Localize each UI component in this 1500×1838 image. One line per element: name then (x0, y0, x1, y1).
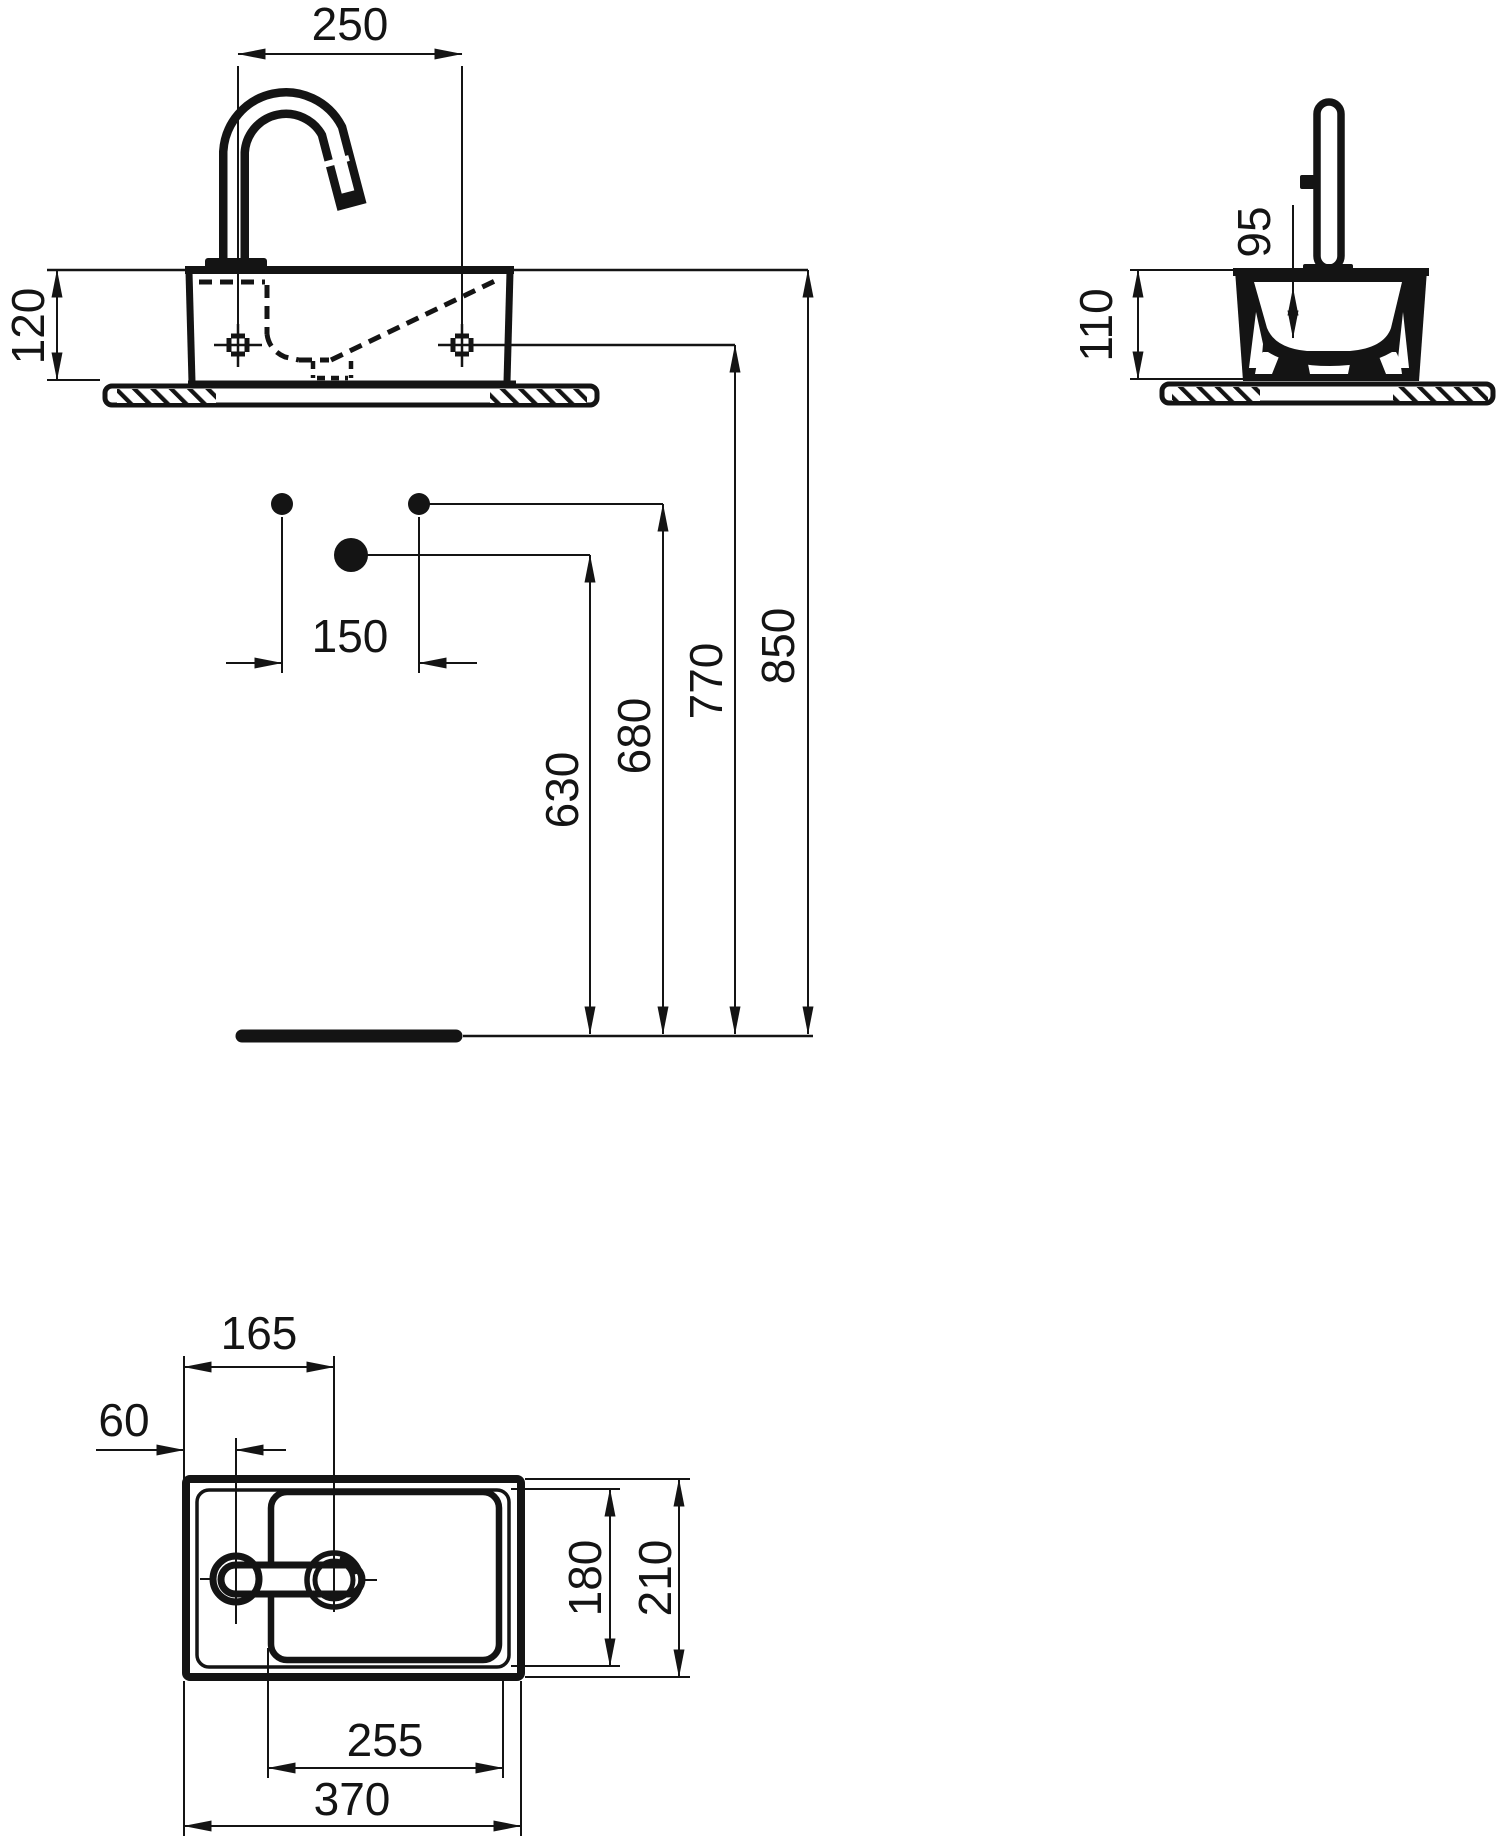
dim-120 (47, 269, 100, 381)
dim-label-370: 370 (314, 1773, 391, 1825)
fixing-cross-right (438, 324, 735, 367)
dim-180 (511, 1488, 620, 1667)
basin-side-wedge-right (1397, 312, 1409, 368)
supply-point-right (408, 493, 430, 515)
front-view: 250 120 150 630 680 770 850 (2, 0, 814, 1043)
hatch-left (1172, 387, 1260, 401)
dim-label-60: 60 (98, 1394, 149, 1446)
basin-side-foot-right (1348, 354, 1386, 374)
dim-heights (584, 269, 814, 1035)
faucet-side-tube (1313, 98, 1345, 272)
faucet-side (1300, 98, 1353, 277)
dim-150 (226, 517, 477, 673)
basin-side-foot-left (1272, 354, 1310, 374)
faucet-front (205, 88, 367, 271)
faucet-base-flange (205, 258, 267, 271)
dim-label-120: 120 (2, 288, 54, 365)
mounting-shelf-side (1159, 381, 1496, 406)
mounting-shelf-front (102, 383, 600, 408)
dim-label-150: 150 (312, 610, 389, 662)
plan-faucet-hole-wedge (338, 1553, 361, 1576)
dim-label-210: 210 (629, 1540, 681, 1617)
basin-hidden-bowl-contour (199, 275, 503, 363)
connection-points (271, 493, 430, 572)
dim-370 (183, 1681, 522, 1836)
dim-210 (525, 1478, 690, 1678)
hatch-left (117, 389, 216, 403)
plan-tap-slot (217, 1561, 366, 1598)
dim-label-255: 255 (347, 1714, 424, 1766)
faucet-spout-joint (322, 155, 350, 168)
dim-label-680: 680 (608, 698, 660, 775)
dim-label-770: 770 (680, 643, 732, 720)
dim-label-250: 250 (312, 0, 389, 50)
dim-label-110: 110 (1070, 288, 1122, 361)
faucet-side-handle (1300, 175, 1315, 189)
side-view: 110 95 (1070, 98, 1496, 406)
hatch-right (490, 389, 587, 403)
dim-label-165: 165 (221, 1307, 298, 1359)
supply-point-left (271, 493, 293, 515)
basin-side-wedge-left (1249, 312, 1263, 368)
dim-label-180: 180 (559, 1540, 611, 1617)
dim-255 (267, 1648, 504, 1778)
dim-label-95: 95 (1228, 206, 1280, 257)
dim-250 (237, 48, 463, 362)
dim-110 (1130, 269, 1248, 380)
hatch-right (1393, 387, 1488, 401)
basin-side-section (1233, 268, 1429, 381)
dim-label-630: 630 (536, 752, 588, 829)
plan-view: 165 60 180 210 255 (96, 1307, 690, 1836)
faucet-tube-inner (227, 96, 355, 258)
waste-point (334, 538, 368, 572)
dim-label-850: 850 (752, 608, 804, 685)
dim-165 (183, 1356, 335, 1479)
drain-outlet-dashed (310, 361, 354, 381)
plan-centerlines (200, 1356, 377, 1624)
